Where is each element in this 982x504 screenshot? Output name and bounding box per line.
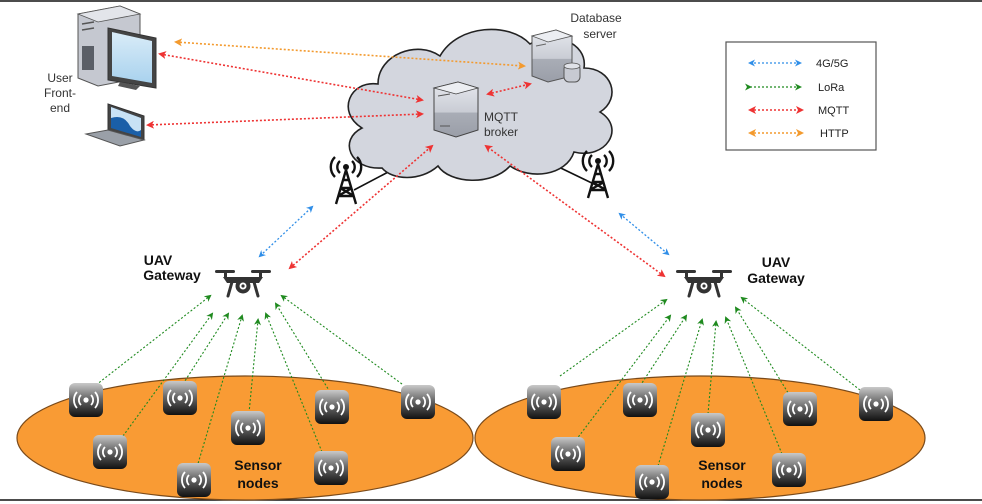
sensor-node-icon [550,436,586,472]
user-frontend-label-line1: User [47,71,72,85]
mqtt-link-broker-database [486,81,532,97]
sensor-nodes-left-label-line1: Sensor [234,457,282,473]
mqtt-link-laptop-broker [146,110,424,129]
uav-gateway-left-label-line1: UAV [144,252,173,268]
lora-link [280,294,403,385]
legend-mqtt-label: MQTT [818,105,849,117]
user-frontend-label-line2: Front- [44,86,76,100]
sensor-nodes-left-label-line2: nodes [237,475,278,491]
legend-4g5g-label: 4G/5G [816,58,848,70]
lora-link [559,298,668,377]
sensor-nodes-right-label-line1: Sensor [698,457,746,473]
mqtt-link-uav-left-broker [288,144,434,270]
lte-link-tower-uav-right [618,212,670,256]
mqtt-broker-label-line2: broker [484,125,518,139]
database-server-icon [530,29,581,83]
cell-tower-icon-left [329,155,363,206]
lora-link [740,296,861,391]
sensor-node-icon [400,384,436,420]
legend-lora-label: LoRa [818,82,845,94]
sensor-node-icon [68,382,104,418]
lora-link [575,314,672,441]
uav-drone-icon-left [213,268,273,298]
lora-links-left [95,294,403,468]
lora-links-right [559,296,861,467]
sensor-node-icon [314,389,350,425]
uav-drone-icon-right [674,268,734,298]
uav-gateway-left-label-line2: Gateway [143,267,201,283]
laptop-icon [84,103,146,147]
lora-link [274,302,331,393]
sensor-node-icon [622,382,658,418]
mqtt-link-pc-broker [158,51,424,103]
mqtt-broker-server-icon [432,81,480,138]
lora-link [122,312,214,437]
sensor-node-icon [230,410,266,446]
lora-link [95,294,212,386]
user-frontend-label-line3: end [50,101,70,115]
cell-tower-icon-right [581,149,615,200]
legend-http-label: HTTP [820,128,849,140]
sensor-node-icon [858,386,894,422]
sensor-node-icon [690,412,726,448]
legend: 4G/5G LoRa MQTT HTTP [725,41,877,151]
lora-link [182,312,230,385]
lora-link [707,320,720,415]
lora-link [639,314,688,387]
sensor-node-icon [526,384,562,420]
mqtt-broker-label-line1: MQTT [484,110,519,124]
legend-box [725,41,877,151]
sensor-node-icon [634,464,670,500]
database-server-label-line2: server [583,27,616,41]
lora-link [657,318,704,467]
uav-gateway-right-label-line2: Gateway [747,270,805,286]
database-server-label-line1: Database [570,11,622,25]
sensor-node-icon [313,450,349,486]
lora-link [264,312,323,453]
desktop-computer-icon [76,5,157,90]
lora-link [734,306,791,397]
lte-link-tower-uav-left [258,205,314,258]
lora-link [724,316,783,455]
sensor-node-icon [92,434,128,470]
sensor-nodes-right-label-line2: nodes [701,475,742,491]
lora-link [248,318,262,414]
sensor-node-icon [162,380,198,416]
sensor-node-icon [771,452,807,488]
uav-gateway-right-label-line1: UAV [762,254,791,270]
sensor-node-icon [782,391,818,427]
sensor-node-icon [176,462,212,498]
